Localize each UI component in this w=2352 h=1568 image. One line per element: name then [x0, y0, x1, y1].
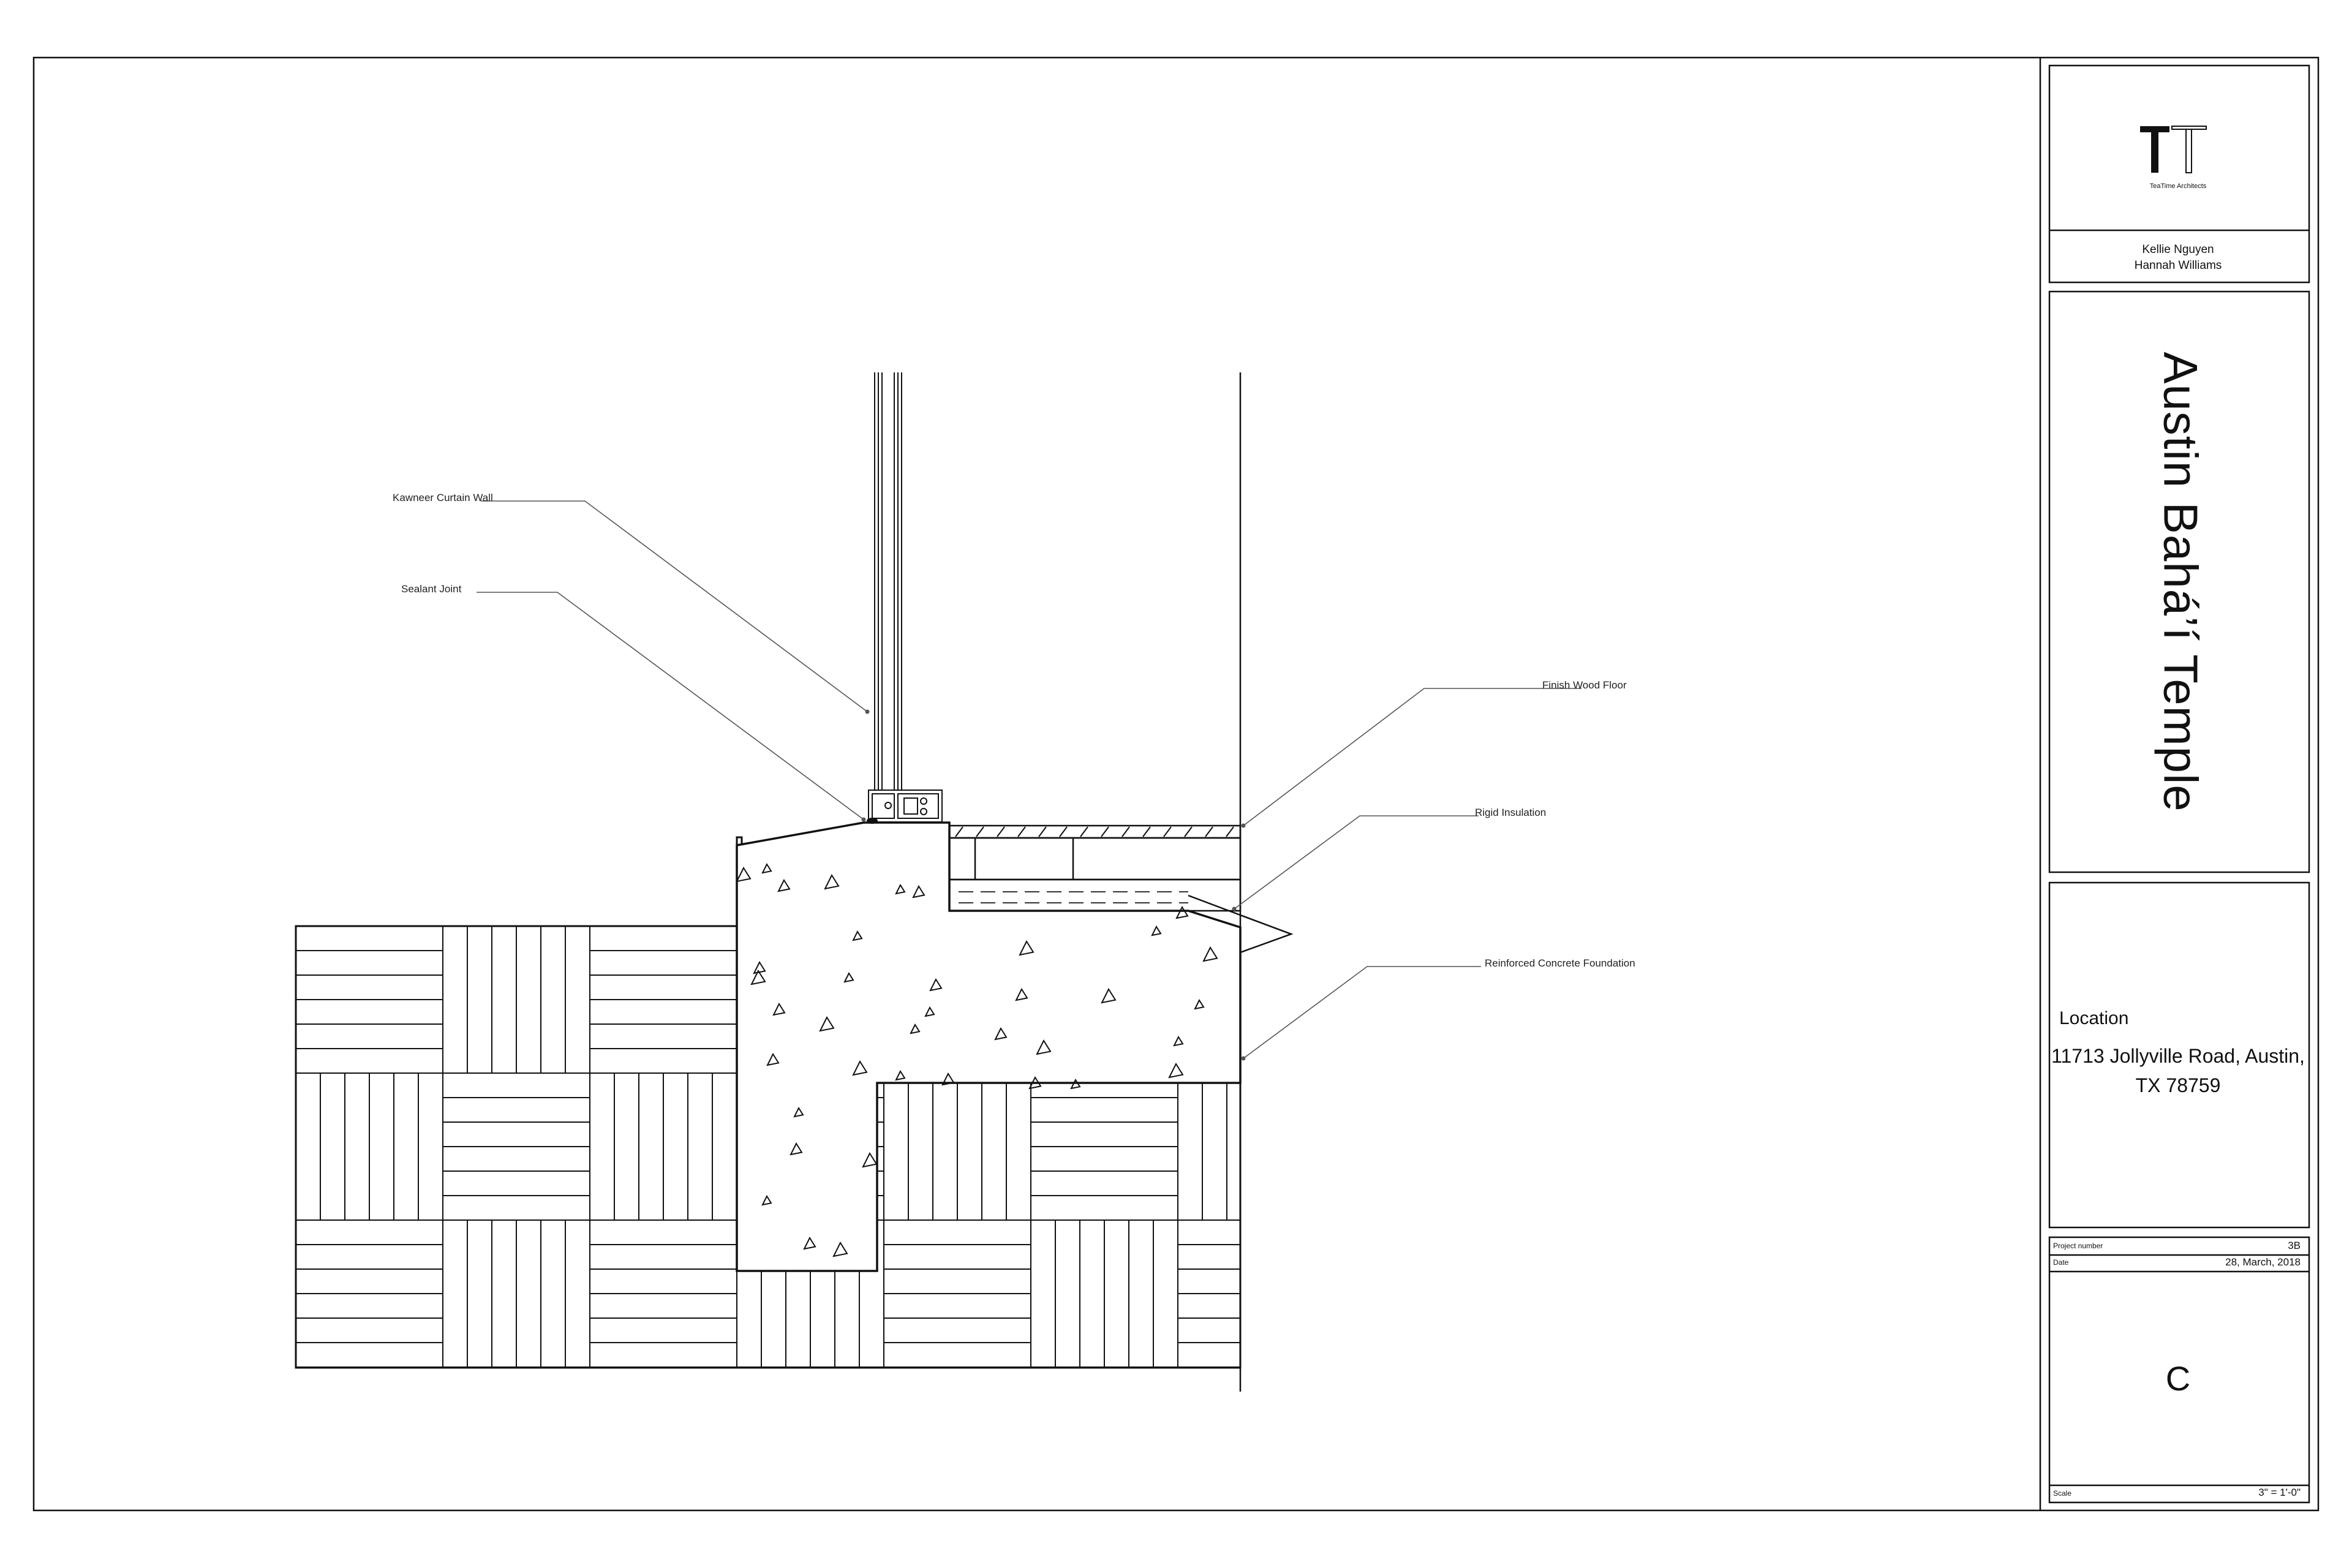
sealant-joint-bead [867, 818, 878, 824]
concrete-aggregate-hatch [736, 862, 1218, 1257]
firm-logo [2140, 126, 2207, 173]
callout-concrete-foundation: Reinforced Concrete Foundation [1485, 957, 1635, 969]
firm-name: TeaTime Architects [2149, 183, 2207, 190]
project-number-value: 3B [2288, 1240, 2301, 1251]
concrete-foundation [736, 821, 1242, 1272]
finish-wood-hatch [955, 826, 1234, 837]
project-number-label: Project number [2053, 1242, 2103, 1250]
location-label: Location [2059, 1008, 2129, 1028]
authors: Kellie Nguyen Hannah Williams [2049, 242, 2307, 274]
scale-value: 3" = 1'-0" [2258, 1487, 2301, 1498]
project-title: Austin Bahá’í Temple [2154, 352, 2208, 812]
rigid-insulation-dashes [959, 891, 1188, 903]
location-address: 11713 Jollyville Road, Austin, TX 78759 [2051, 1045, 2305, 1096]
date-value: 28, March, 2018 [2225, 1256, 2301, 1268]
author-1: Kellie Nguyen [2142, 243, 2214, 256]
flashing [1188, 894, 1294, 954]
date-label: Date [2053, 1258, 2069, 1267]
callout-finish-wood-floor: Finish Wood Floor [1542, 679, 1627, 691]
leader-arrowheads [861, 709, 1246, 1061]
sheet-id: C [2165, 1359, 2191, 1398]
callout-leaders [477, 500, 1581, 1059]
scale-label: Scale [2053, 1489, 2072, 1498]
callout-rigid-insulation: Rigid Insulation [1475, 807, 1547, 818]
title-block-frames [2048, 64, 2310, 1504]
callout-sealant-joint: Sealant Joint [401, 583, 462, 595]
author-2: Hannah Williams [2134, 259, 2222, 272]
curtain-wall-mullion [868, 372, 943, 823]
callout-curtain-wall: Kawneer Curtain Wall [393, 492, 493, 503]
sheet-border [32, 56, 2320, 1512]
